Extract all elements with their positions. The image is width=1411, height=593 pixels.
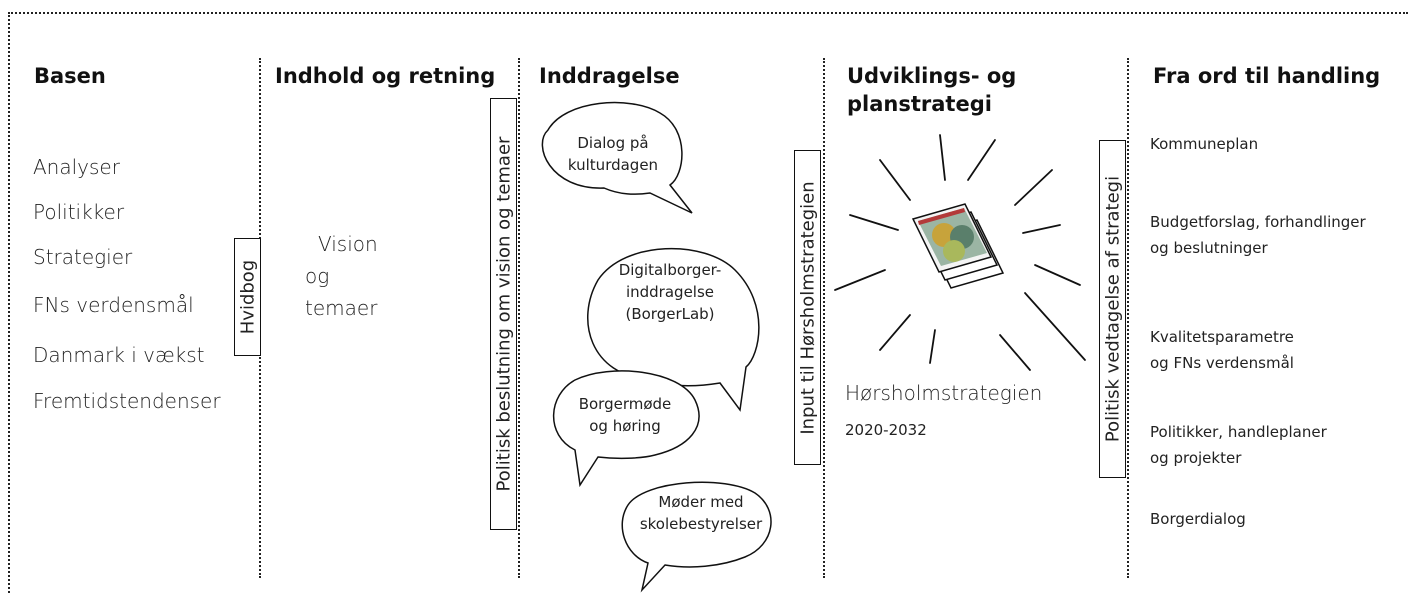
hvidbog-box: Hvidbog bbox=[234, 238, 261, 356]
box-label: Input til Hørsholmstrategien bbox=[797, 180, 818, 435]
list-item: Borgerdialog bbox=[1150, 510, 1246, 528]
list-item: Kvalitetsparametre og FNs verdensmål bbox=[1150, 328, 1294, 372]
list-item: Analyser bbox=[33, 155, 120, 179]
speech-bubble-4 bbox=[621, 481, 772, 593]
box-label: Hvidbog bbox=[237, 259, 258, 335]
separator-4 bbox=[1127, 58, 1129, 578]
input-box: Input til Hørsholmstrategien bbox=[794, 150, 821, 465]
vision-line: temaer bbox=[305, 296, 378, 320]
separator-2 bbox=[518, 58, 520, 578]
list-item: Kommuneplan bbox=[1150, 135, 1259, 153]
list-item: Fremtidstendenser bbox=[33, 389, 221, 413]
column-title: Inddragelse bbox=[539, 64, 680, 88]
speech-bubbles bbox=[541, 101, 772, 593]
separator-3 bbox=[823, 58, 825, 578]
list-item: Danmark i vækst bbox=[33, 343, 205, 367]
list-item: Strategier bbox=[33, 245, 133, 269]
speech-bubble-3 bbox=[552, 370, 700, 488]
bubble-text: Dialog på kulturdagen bbox=[567, 134, 659, 174]
adoption-box: Politisk vedtagelse af strategi bbox=[1099, 140, 1126, 478]
frame-top-border bbox=[8, 12, 1408, 14]
vision-decision-box: Politisk beslutning om vision og temaer bbox=[490, 98, 517, 530]
frame-left-border bbox=[8, 12, 10, 593]
box-label: Politisk beslutning om vision og temaer bbox=[493, 136, 514, 492]
vision-line: Vision bbox=[318, 232, 378, 256]
column-title: Basen bbox=[34, 64, 106, 88]
list-item: Budgetforslag, forhandlinger og beslutni… bbox=[1150, 213, 1366, 257]
strategy-period: 2020-2032 bbox=[845, 421, 927, 439]
bubble-text: Digitalborger- inddragelse (BorgerLab) bbox=[618, 261, 722, 323]
column-title: Fra ord til handling bbox=[1153, 64, 1381, 88]
vision-line: og bbox=[305, 264, 330, 288]
column-title: Udviklings- og planstrategi bbox=[847, 64, 1017, 117]
column-title: Indhold og retning bbox=[275, 64, 496, 88]
list-item: Politikker bbox=[33, 200, 125, 224]
box-label: Politisk vedtagelse af strategi bbox=[1102, 175, 1123, 443]
strategy-document-icon bbox=[834, 134, 1086, 371]
bubble-text: Møder med skolebestyrelser bbox=[639, 493, 763, 533]
strategy-name: Hørsholmstrategien bbox=[845, 381, 1043, 405]
speech-bubble-1 bbox=[541, 101, 693, 214]
list-item: Politikker, handleplaner og projekter bbox=[1150, 423, 1327, 467]
bubble-text: Borgermøde og høring bbox=[578, 395, 672, 435]
list-item: FNs verdensmål bbox=[33, 293, 194, 317]
speech-bubble-2 bbox=[587, 247, 760, 412]
